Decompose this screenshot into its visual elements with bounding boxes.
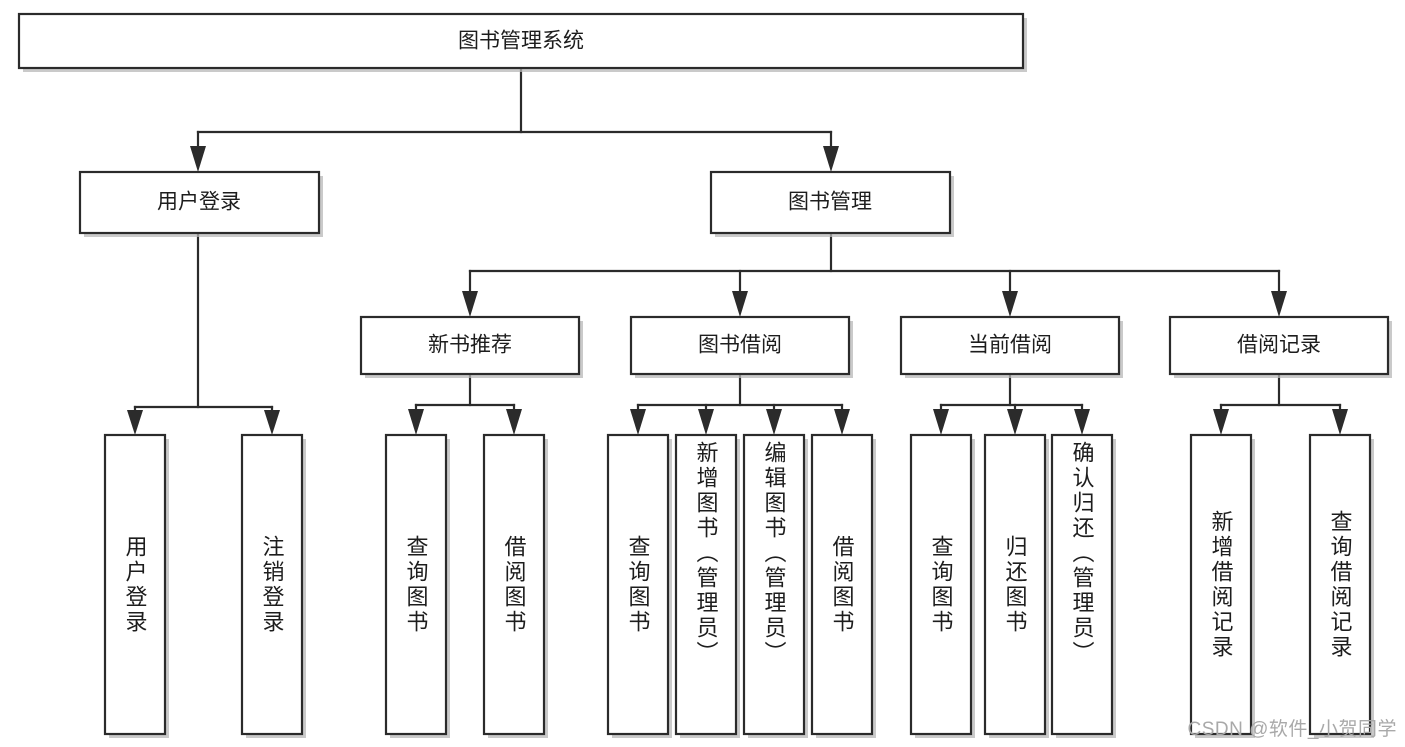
current-borrow-box[interactable] bbox=[899, 315, 1121, 376]
arrow-to-leaf-query-book-2 bbox=[630, 409, 646, 435]
leaf-edit-book-box[interactable] bbox=[742, 433, 806, 736]
arrow-to-leaf-return-book bbox=[1007, 409, 1023, 435]
node-leaf-confirm-return[interactable] bbox=[1050, 433, 1116, 738]
arrow-to-leaf-user-logout bbox=[264, 410, 280, 435]
leaf-borrow-book-2-box[interactable] bbox=[810, 433, 874, 736]
borrow-record-box[interactable] bbox=[1168, 315, 1390, 376]
arrow-to-current-borrow bbox=[1002, 291, 1018, 317]
arrow-to-leaf-confirm-return bbox=[1074, 409, 1090, 435]
node-leaf-user-login[interactable] bbox=[103, 433, 169, 738]
new-book-recommend-label: 新书推荐 bbox=[428, 334, 512, 357]
leaf-box-layer bbox=[103, 433, 1374, 738]
arrow-to-book-manage bbox=[823, 146, 839, 172]
root-box[interactable] bbox=[17, 12, 1025, 70]
node-root[interactable]: 图书管理系统 bbox=[17, 12, 1027, 72]
node-leaf-query-record[interactable] bbox=[1308, 433, 1374, 738]
node-new-book-recommend[interactable]: 新书推荐 bbox=[359, 315, 583, 378]
node-leaf-borrow-book-2[interactable] bbox=[810, 433, 876, 738]
leaf-user-logout-box[interactable] bbox=[240, 433, 304, 736]
borrow-record-label: 借阅记录 bbox=[1237, 334, 1321, 357]
user-login-label: 用户登录 bbox=[157, 191, 241, 214]
arrow-to-leaf-query-book-3 bbox=[933, 409, 949, 435]
leaf-user-login-box[interactable] bbox=[103, 433, 167, 736]
arrow-to-leaf-query-book-1 bbox=[408, 409, 424, 435]
arrow-to-borrow-record bbox=[1271, 291, 1287, 317]
book-manage-label: 图书管理 bbox=[788, 191, 872, 214]
leaf-add-record-box[interactable] bbox=[1189, 433, 1253, 736]
node-leaf-borrow-book-1[interactable] bbox=[482, 433, 548, 738]
node-leaf-query-book-2[interactable] bbox=[606, 433, 672, 738]
arrow-to-leaf-borrow-book-1 bbox=[506, 409, 522, 435]
arrow-to-leaf-add-book bbox=[698, 409, 714, 435]
node-leaf-edit-book[interactable] bbox=[742, 433, 808, 738]
node-user-login[interactable]: 用户登录 bbox=[78, 170, 323, 237]
leaf-query-record-box[interactable] bbox=[1308, 433, 1372, 736]
root-label: 图书管理系统 bbox=[458, 30, 584, 53]
node-leaf-user-logout[interactable] bbox=[240, 433, 306, 738]
leaf-query-book-2-box[interactable] bbox=[606, 433, 670, 736]
arrow-to-leaf-borrow-book-2 bbox=[834, 409, 850, 435]
watermark: CSDN @软件_小贺同学 bbox=[1187, 719, 1397, 740]
arrow-to-leaf-user-login bbox=[127, 410, 143, 435]
leaf-query-book-3-box[interactable] bbox=[909, 433, 973, 736]
node-leaf-return-book[interactable] bbox=[983, 433, 1049, 738]
node-borrow-record[interactable]: 借阅记录 bbox=[1168, 315, 1392, 378]
node-book-borrow[interactable]: 图书借阅 bbox=[629, 315, 853, 378]
arrow-to-book-borrow bbox=[732, 291, 748, 317]
node-leaf-query-book-1[interactable] bbox=[384, 433, 450, 738]
leaf-confirm-return-box[interactable] bbox=[1050, 433, 1114, 736]
arrow-to-leaf-edit-book bbox=[766, 409, 782, 435]
book-borrow-box[interactable] bbox=[629, 315, 851, 376]
book-borrow-label: 图书借阅 bbox=[698, 334, 782, 357]
node-leaf-query-book-3[interactable] bbox=[909, 433, 975, 738]
connector-layer bbox=[127, 66, 1348, 435]
node-book-manage[interactable]: 图书管理 bbox=[709, 170, 954, 237]
leaf-add-book-box[interactable] bbox=[674, 433, 738, 736]
node-current-borrow[interactable]: 当前借阅 bbox=[899, 315, 1123, 378]
arrow-to-new-book-recommend bbox=[462, 291, 478, 317]
leaf-borrow-book-1-box[interactable] bbox=[482, 433, 546, 736]
leaf-query-book-1-box[interactable] bbox=[384, 433, 448, 736]
arrow-to-leaf-query-record bbox=[1332, 409, 1348, 435]
user-login-box[interactable] bbox=[78, 170, 321, 235]
arrow-to-user-login bbox=[190, 146, 206, 172]
arrow-to-leaf-add-record bbox=[1213, 409, 1229, 435]
book-manage-box[interactable] bbox=[709, 170, 952, 235]
node-leaf-add-record[interactable] bbox=[1189, 433, 1255, 738]
new-book-recommend-box[interactable] bbox=[359, 315, 581, 376]
leaf-return-book-box[interactable] bbox=[983, 433, 1047, 736]
current-borrow-label: 当前借阅 bbox=[968, 334, 1052, 357]
node-leaf-add-book[interactable] bbox=[674, 433, 740, 738]
